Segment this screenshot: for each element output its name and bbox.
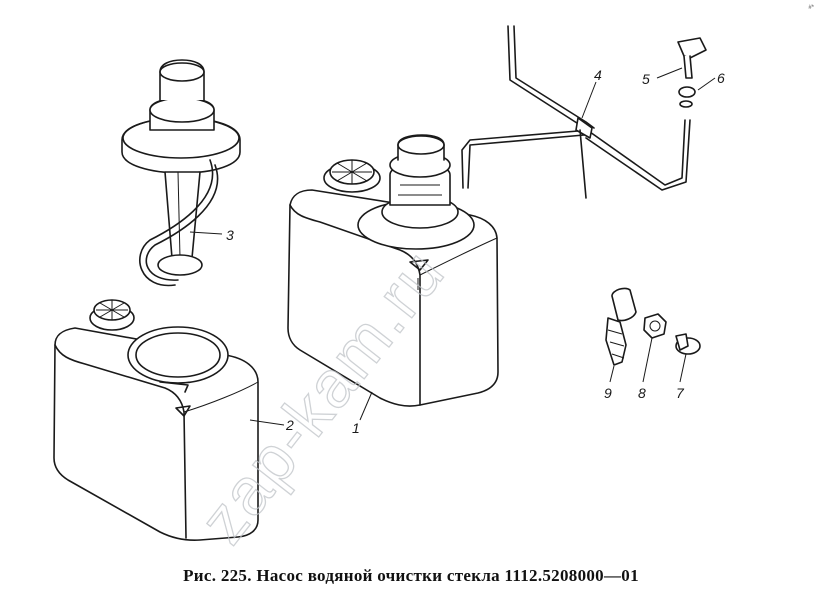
fitting-elbow-top bbox=[677, 37, 707, 108]
pump-assembly bbox=[121, 59, 241, 287]
callout-5: 5 bbox=[642, 71, 650, 87]
leader-lines bbox=[189, 67, 716, 426]
figure-caption: Рис. 225. Насос водяной очистки стекла 1… bbox=[183, 566, 639, 585]
callout-labels: 1 2 3 4 5 6 7 8 9 bbox=[226, 67, 725, 436]
callout-2: 2 bbox=[285, 417, 294, 433]
screw bbox=[675, 333, 701, 355]
callout-9: 9 bbox=[604, 385, 612, 401]
callout-7: 7 bbox=[676, 385, 685, 401]
nut bbox=[643, 313, 667, 339]
corner-mark: #* bbox=[808, 5, 814, 11]
fitting-elbow-bottom bbox=[605, 287, 637, 366]
pipe-assembly bbox=[461, 25, 691, 199]
tank-with-pump bbox=[287, 134, 499, 407]
reservoir-tank bbox=[53, 299, 259, 541]
callout-1: 1 bbox=[352, 420, 360, 436]
callout-8: 8 bbox=[638, 385, 646, 401]
callout-3: 3 bbox=[226, 227, 234, 243]
callout-6: 6 bbox=[717, 70, 725, 86]
callout-4: 4 bbox=[594, 67, 602, 83]
